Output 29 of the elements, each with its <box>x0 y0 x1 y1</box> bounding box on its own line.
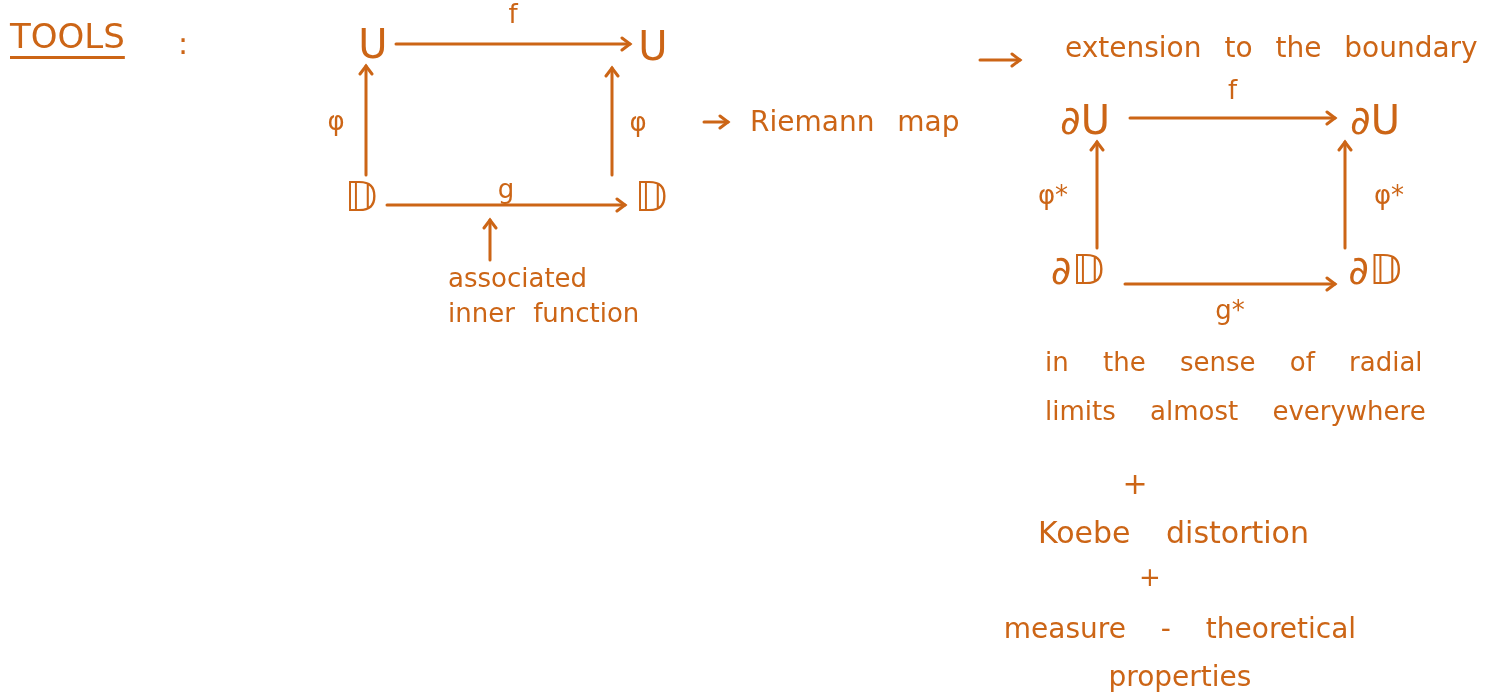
arrow <box>604 66 620 177</box>
math-symbol: U <box>638 26 668 66</box>
note-text: extension to the boundary <box>1065 34 1478 62</box>
arrow <box>358 64 374 177</box>
title: TOOLS <box>10 18 125 56</box>
arrow <box>1128 110 1337 126</box>
math-symbol: U <box>358 24 388 64</box>
math-symbol: ∂𝔻 <box>1348 250 1402 290</box>
arrow <box>394 36 632 52</box>
arrow <box>385 197 627 213</box>
math-symbol: ∂𝔻 <box>1050 250 1105 290</box>
note-text: measure - theoretical properties <box>1002 611 1358 695</box>
note-text: Koebe distortion <box>1038 515 1310 551</box>
note-text: Riemann map <box>750 108 960 136</box>
math-symbol: 𝔻 <box>634 177 668 217</box>
plus-sign: + <box>1121 466 1149 502</box>
arrow <box>1123 276 1337 292</box>
note-text: in the sense of radial limits almost everywhere <box>1045 346 1427 429</box>
arrow <box>482 218 498 262</box>
note-text: associated inner function <box>448 261 641 330</box>
arrow <box>1089 140 1105 250</box>
math-symbol: ∂U <box>1350 100 1400 140</box>
arrow <box>978 52 1022 68</box>
arrow <box>702 114 730 130</box>
plus-sign: + <box>1138 562 1162 594</box>
colon: : <box>178 26 190 62</box>
arrow <box>1337 140 1353 250</box>
math-symbol: 𝔻 <box>344 177 378 217</box>
math-symbol: ∂U <box>1060 100 1110 140</box>
